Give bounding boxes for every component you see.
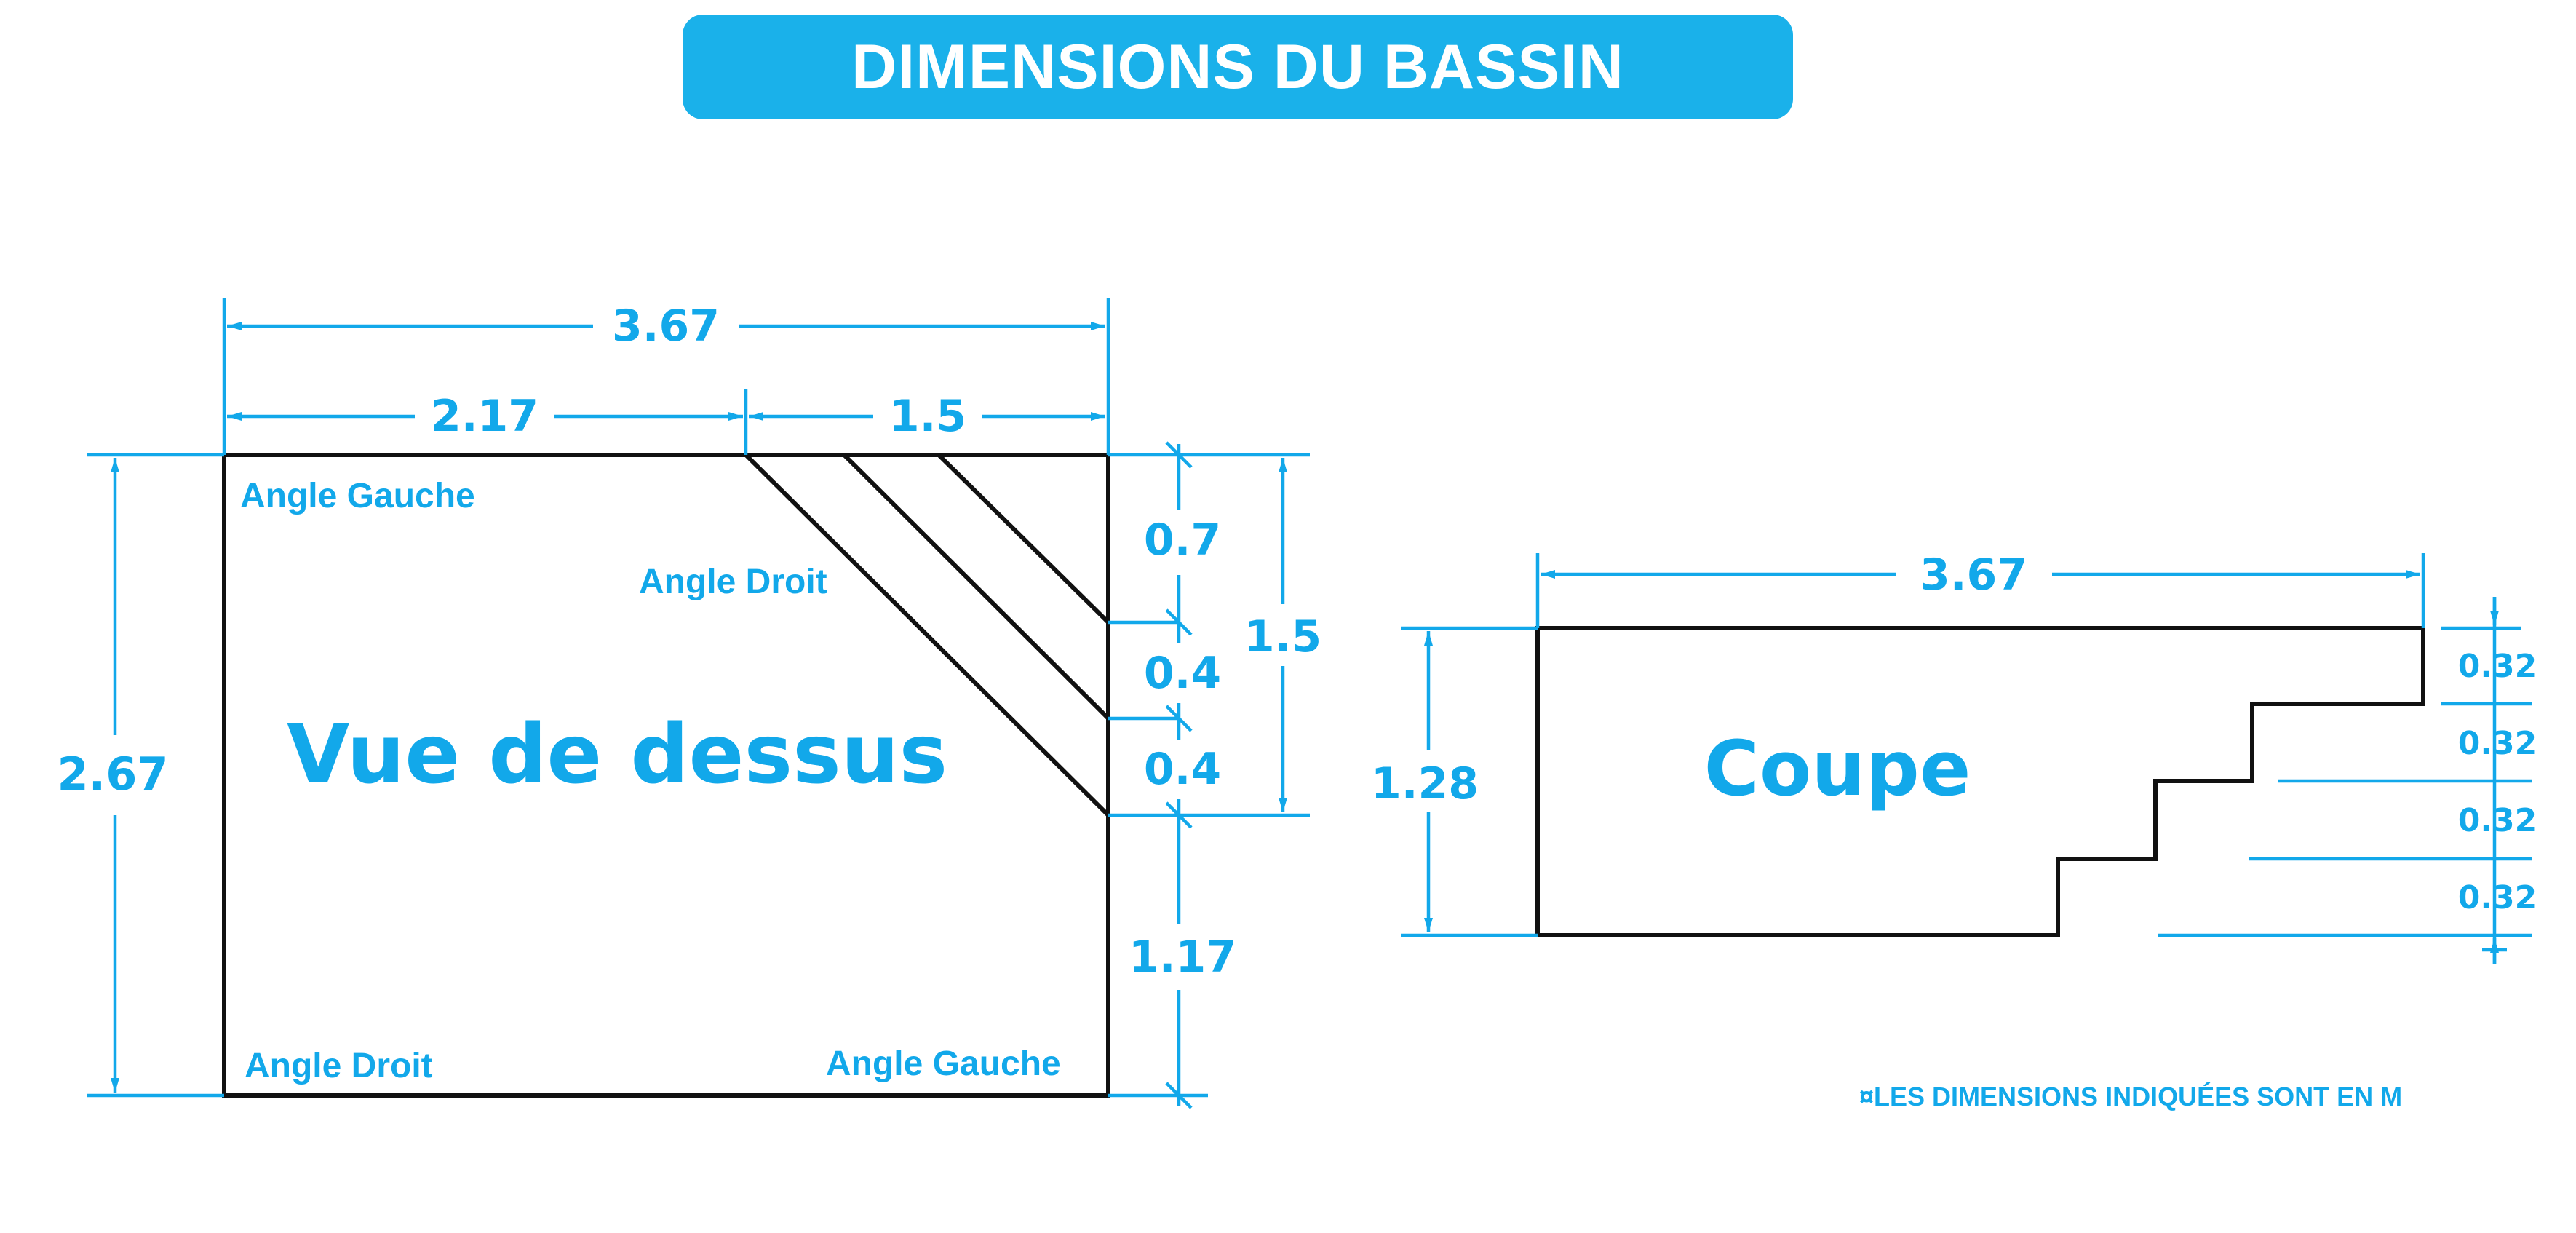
step-line-3	[937, 453, 1110, 625]
dim-left-length: 2.17	[431, 391, 538, 442]
units-note: ¤LES DIMENSIONS INDIQUÉES SONT EN M	[1859, 1082, 2403, 1111]
dim-total-length: 3.67	[612, 301, 720, 352]
top-view-name: Vue de dessus	[287, 707, 947, 802]
dim-section-step-3: 0.32	[2458, 802, 2537, 839]
dim-width: 2.67	[57, 748, 169, 801]
step-line-2	[842, 453, 1110, 721]
section-outline	[1535, 626, 2425, 937]
dim-right-length: 1.5	[889, 391, 966, 442]
dim-section-step-4: 0.32	[2458, 879, 2537, 916]
section-view: 3.67 1.28 0.32 0.32 0.32 0.32 Coupe	[1371, 550, 2537, 964]
dim-steps-total: 1.5	[1244, 611, 1321, 662]
dim-section-step-2: 0.32	[2458, 725, 2537, 762]
dim-step-3: 0.4	[1144, 744, 1221, 795]
label-top-left: Angle Gauche	[240, 477, 475, 515]
top-view-outline	[222, 453, 1110, 1098]
label-diagonal: Angle Droit	[639, 563, 827, 601]
dim-depth: 1.28	[1371, 758, 1479, 809]
step-line-1	[744, 453, 1110, 817]
dim-remaining: 1.17	[1129, 932, 1236, 983]
dim-section-length: 3.67	[1920, 550, 2027, 600]
dim-section-step-1: 0.32	[2458, 648, 2537, 685]
title-banner: DIMENSIONS DU BASSIN	[683, 15, 1793, 119]
page-title: DIMENSIONS DU BASSIN	[851, 31, 1624, 102]
dim-step-2: 0.4	[1144, 648, 1221, 699]
top-view: 3.67 2.17 1.5 2.67 0.7 0.4 0.4	[57, 298, 1321, 1109]
section-view-name: Coupe	[1704, 724, 1971, 813]
label-bottom-left: Angle Droit	[245, 1047, 433, 1085]
dim-step-1: 0.7	[1144, 515, 1221, 566]
label-bottom-right: Angle Gauche	[826, 1044, 1061, 1083]
